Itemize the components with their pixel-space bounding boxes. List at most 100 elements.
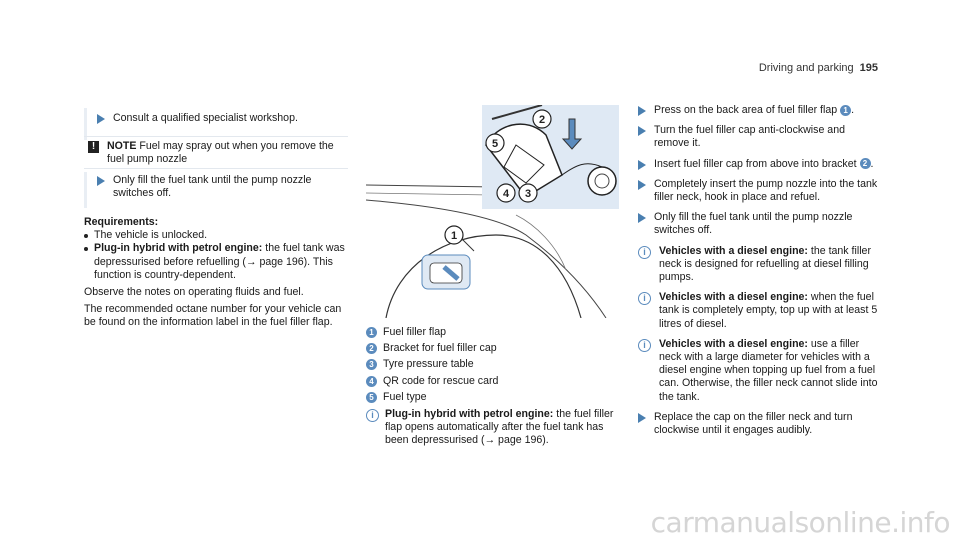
step-press-flap: Press on the back area of fuel filler fl… (638, 104, 882, 117)
info-bold: Vehicles with a diesel engine: (659, 291, 808, 304)
info-text: Vehicles with a diesel engine: use a fil… (659, 338, 882, 404)
section-title: Driving and parking (758, 62, 854, 74)
step-arrow-icon (638, 126, 646, 137)
step-only-fill: Only fill the fuel tank until the pump n… (638, 211, 882, 237)
note: ! NOTE Fuel may spray out when you remov… (88, 140, 344, 166)
info-rest: when the fuel tank is completely empty, … (659, 291, 878, 330)
legend-number: 3 (366, 359, 377, 371)
page-header: Driving and parking 195 (759, 62, 878, 75)
requirement-item: Plug-in hybrid with petrol engine: the f… (84, 242, 350, 282)
step-arrow-icon (638, 412, 646, 423)
legend-info-text: Plug-in hybrid with petrol engine: the f… (385, 408, 620, 448)
step-arrow-icon (638, 159, 646, 170)
step-replace-cap: Replace the cap on the filler neck and t… (638, 411, 882, 437)
legend-item: 3 Tyre pressure table (366, 358, 620, 371)
legend-text: Tyre pressure table (383, 358, 474, 371)
step-text: Press on the back area of fuel filler fl… (654, 104, 854, 117)
callout-1: 1 (444, 225, 464, 245)
info-diesel-1: i Vehicles with a diesel engine: the tan… (638, 245, 882, 285)
callout-5: 5 (485, 133, 505, 153)
legend-item: 1 Fuel filler flap (366, 326, 620, 339)
legend-text: Fuel filler flap (383, 326, 446, 338)
legend-number: 2 (366, 343, 377, 355)
info-diesel-3: i Vehicles with a diesel engine: use a f… (638, 338, 882, 404)
figure-legend: 1 Fuel filler flap 2 Bracket for fuel fill… (366, 326, 620, 448)
callout-4: 4 (496, 183, 516, 203)
step-text: Only fill the fuel tank until the pump n… (654, 211, 853, 237)
requirements-section: Requirements: The vehicle is unlocked. P… (84, 216, 350, 330)
legend-info-rest: the fuel filler flap opens automatically… (385, 408, 614, 447)
callout-2: 2 (532, 109, 552, 129)
bullet (84, 234, 88, 239)
legend-item: 2 Bracket for fuel filler cap (366, 342, 620, 355)
note-content: NOTE Fuel may spray out when you remove … (107, 140, 344, 166)
svg-text:3: 3 (525, 188, 531, 200)
info-text: Vehicles with a diesel engine: when the … (659, 291, 882, 331)
info-icon: i (638, 292, 651, 306)
legend-text: QR code for rescue card (383, 374, 499, 387)
svg-text:1: 1 (451, 230, 457, 242)
svg-text:2: 2 (539, 114, 545, 126)
divider (84, 168, 348, 169)
step-text-part: Press on the back area of fuel filler fl… (654, 104, 841, 116)
instructions-column: Press on the back area of fuel filler fl… (638, 104, 882, 444)
consult-step-box: Consult a qualified specialist workshop. (84, 108, 355, 140)
note-text: Fuel may spray out when you remove the f… (107, 140, 334, 166)
info-text: Vehicles with a diesel engine: the tank … (659, 245, 882, 285)
info-rest: use a filler neck with a large diameter … (659, 337, 878, 403)
divider (84, 136, 348, 137)
octane-text: The recommended octane number for your v… (84, 303, 342, 329)
consult-step: Consult a qualified specialist workshop. (97, 112, 347, 125)
step-text-part: . (851, 104, 855, 116)
step-arrow-icon (638, 106, 646, 116)
step-arrow-icon (97, 176, 105, 186)
inline-callout: 2 (859, 158, 871, 170)
step-text-part: . (870, 157, 874, 170)
legend-text: Fuel type (383, 390, 427, 403)
step-arrow-icon (638, 179, 646, 190)
fuel-flap-illustration: 2 5 4 3 1 (366, 105, 619, 318)
consult-text: Consult a qualified specialist workshop. (113, 112, 298, 124)
watermark: carmanualsonline.info (650, 505, 951, 539)
step-text: Completely insert the pump nozzle into t… (654, 177, 878, 204)
step-turn-cap: Turn the fuel filler cap anti-clockwise … (638, 124, 882, 150)
step-text-part: Insert fuel filler cap from above into b… (654, 157, 860, 170)
step-text: Turn the fuel filler cap anti-clockwise … (654, 124, 845, 150)
step-insert-cap: Insert fuel filler cap from above into b… (638, 158, 882, 171)
note-box: ! NOTE Fuel may spray out when you remov… (84, 140, 350, 167)
only-fill-step: Only fill the fuel tank until the pump n… (97, 174, 347, 200)
info-bold: Vehicles with a diesel engine: (659, 244, 808, 257)
requirement-text: Plug-in hybrid with petrol engine: the f… (94, 242, 350, 282)
step-text: Replace the cap on the filler neck and t… (654, 410, 853, 437)
requirement-item: The vehicle is unlocked. (84, 229, 350, 242)
warning-icon: ! (88, 141, 99, 153)
info-diesel-2: i Vehicles with a diesel engine: when th… (638, 291, 882, 331)
requirement-text: The vehicle is unlocked. (94, 229, 208, 242)
legend-info: i Plug-in hybrid with petrol engine: the… (366, 408, 620, 448)
step-arrow-icon (97, 114, 105, 124)
step-insert-nozzle: Completely insert the pump nozzle into t… (638, 178, 882, 204)
note-label: NOTE (107, 140, 137, 152)
page-number: 195 (859, 62, 878, 74)
only-fill-text: Only fill the fuel tank until the pump n… (113, 174, 312, 200)
info-rest: the tank filler neck is designed for ref… (659, 244, 871, 284)
requirement-rest: the fuel tank was depressurised before r… (94, 242, 345, 281)
svg-text:4: 4 (503, 188, 510, 200)
step-arrow-icon (638, 213, 646, 224)
fuel-flap-figure: 2 5 4 3 1 (366, 105, 619, 318)
only-fill-box: Only fill the fuel tank until the pump n… (84, 172, 355, 208)
legend-number: 1 (366, 327, 377, 338)
legend-number: 4 (366, 375, 377, 387)
svg-text:5: 5 (492, 138, 498, 150)
info-icon: i (638, 338, 651, 352)
info-bold: Vehicles with a diesel engine: (659, 337, 808, 350)
legend-item: 4 QR code for rescue card (366, 375, 620, 388)
legend-info-bold: Plug-in hybrid with petrol engine: (385, 408, 554, 421)
inline-callout: 1 (840, 104, 852, 116)
step-text: Insert fuel filler cap from above into b… (654, 158, 873, 171)
legend-text: Bracket for fuel filler cap (383, 342, 497, 355)
info-icon: i (366, 409, 379, 423)
requirement-bold: Plug-in hybrid with petrol engine: (94, 242, 263, 255)
info-icon: i (638, 245, 651, 259)
